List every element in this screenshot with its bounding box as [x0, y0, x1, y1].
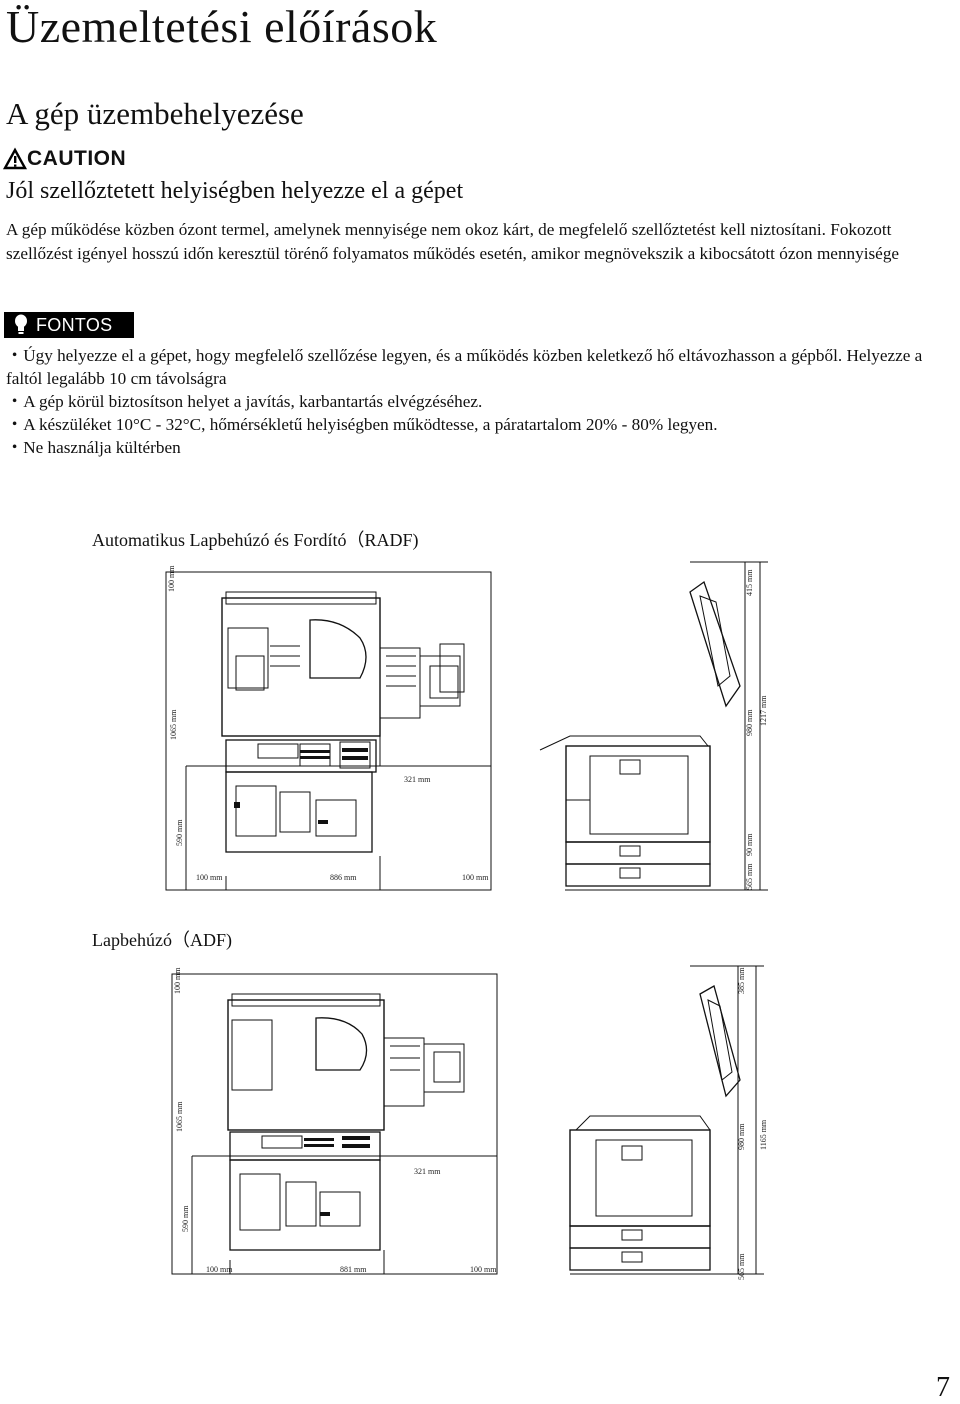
radf-diagram-title: Automatikus Lapbehúzó és Fordító（RADF) [92, 530, 419, 550]
dim-height-base: 565 mm [745, 863, 754, 890]
dim-top-clearance: 100 mm [173, 967, 182, 994]
dim-height-top: 385 mm [737, 967, 746, 994]
dim-depth-body: 590 mm [175, 819, 184, 846]
dim-left: 100 mm [196, 873, 223, 882]
caution-text: CAUTION [27, 147, 127, 170]
dim-depth-total: 1065 mm [169, 709, 178, 740]
dim-height-mid: 980 mm [737, 1123, 746, 1150]
adf-dimension-drawing: 100 mm 1065 mm 590 mm 321 mm 100 mm 881 … [171, 965, 768, 1280]
bullet-list: ・Úgy helyezze el a gépet, hogy megfelelő… [6, 344, 936, 459]
bullet-item: ・Ne használja kültérben [6, 438, 181, 457]
subtitle: Jól szellőztetett helyiségben helyezze e… [6, 178, 464, 204]
dim-right: 100 mm [470, 1265, 497, 1274]
bullet-item: ・A készüléket 10°C - 32°C, hőmérsékletű … [6, 415, 718, 434]
caution-label: CAUTION [2, 146, 127, 172]
bullet-item: ・Úgy helyezze el a gépet, hogy megfelelő… [6, 346, 923, 388]
intro-paragraph: A gép működése közben ózont termel, amel… [6, 220, 900, 263]
dim-depth-body: 590 mm [181, 1205, 190, 1232]
dim-top-clearance: 100 mm [167, 565, 176, 592]
important-text: FONTOS [36, 314, 113, 335]
adf-diagram-title: Lapbehúzó（ADF) [92, 930, 232, 950]
dim-right-offset: 321 mm [414, 1167, 441, 1176]
warning-triangle-icon [2, 147, 28, 170]
radf-dimension-drawing: 100 mm 1065 mm 590 mm 321 mm 100 mm 886 … [165, 561, 768, 891]
dim-height-body: 1165 mm [759, 1119, 768, 1150]
page-title: Üzemeltetési előírások [6, 1, 438, 52]
dim-height-stand: 90 mm [745, 833, 754, 856]
dim-depth-total: 1065 mm [175, 1101, 184, 1132]
section-title: A gép üzembehelyezése [6, 96, 304, 131]
lightbulb-icon [15, 314, 27, 334]
page-number: 7 [936, 1372, 950, 1403]
dim-height-mid: 980 mm [745, 709, 754, 736]
dim-right: 100 mm [462, 873, 489, 882]
bullet-item: ・A gép körül biztosítson helyet a javítá… [6, 392, 483, 411]
dim-width: 886 mm [330, 873, 357, 882]
dim-left: 100 mm [206, 1265, 233, 1274]
dim-right-offset: 321 mm [404, 775, 431, 784]
dim-height-body: 1217 mm [759, 695, 768, 726]
important-label: FONTOS [4, 312, 134, 338]
dim-height-base: 565 mm [737, 1253, 746, 1280]
dim-height-top: 415 mm [745, 569, 754, 596]
dim-width: 881 mm [340, 1265, 367, 1274]
